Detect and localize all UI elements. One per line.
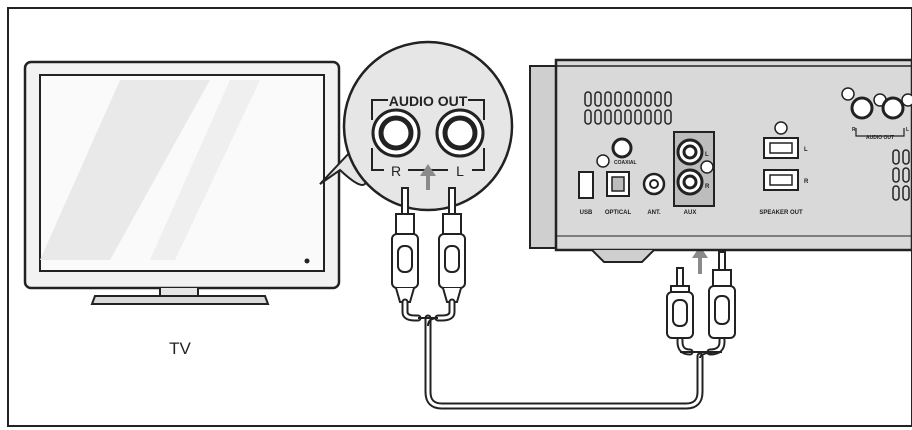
speaker-out-l-slot [769,142,793,154]
callout-title: AUDIO OUT [389,93,468,109]
rca-plug-tv-r [391,187,419,303]
device-body [554,58,912,252]
tv-label: TV [169,339,191,358]
callout-l-label: L [456,163,464,179]
rca-cable [403,300,724,408]
tv-stand-base [90,295,270,305]
speaker-out-label: SPEAKER OUT [759,210,803,216]
aux-jack-l-inner [682,144,698,160]
audio-out-callout: AUDIO OUT R L [319,40,514,212]
coaxial-jack [611,137,633,159]
antenna-jack-inner [649,179,659,189]
audio-out-label: AUDIO OUT [866,135,894,141]
callout-bracket-top [371,99,485,120]
rca-plug-tv-l [438,187,466,303]
audio-out-l-label: L [906,127,909,133]
audio-out-screw-icon-1 [841,87,855,101]
tv: TV [23,60,341,358]
device-foot [591,249,655,263]
aux-jack-r-inner [682,174,698,190]
audio-device: USB COAXIAL OPTICAL ANT. L R AUX L R SPE… [529,58,912,263]
coaxial-label: COAXIAL [614,160,637,166]
cable-split-left [418,317,439,327]
callout-jack-r-inner [378,115,414,151]
antenna-label: ANT. [647,210,661,216]
rca-plugs-tv [391,187,466,303]
speaker-r-label: R [804,179,809,185]
aux-label: AUX [684,210,697,216]
speaker-out-r-slot [769,174,793,186]
audio-out-jack-r [850,96,874,120]
audio-out-r-label: R [852,127,856,133]
audio-out-jack-l [881,96,905,120]
rca-plugs-device [666,246,736,339]
device-side-panel [529,65,557,249]
cable-split-right [680,351,723,359]
device-vents [584,91,910,201]
callout-arrow-head [420,164,436,176]
usb-label: USB [580,210,593,216]
tv-power-led [304,258,310,264]
optical-port-inner [611,176,625,192]
rca-plug-device-l [666,267,694,339]
tv-screen-glare-2 [150,80,260,260]
speaker-screw-icon [774,121,788,135]
usb-port [578,171,594,199]
audio-out-screw-icon-3 [901,93,912,107]
aux-r-label: R [705,184,710,190]
speaker-l-label: L [804,147,808,153]
callout-jack-l-inner [442,115,478,151]
aux-screw-icon [700,160,714,174]
tv-screen-glare [40,80,210,260]
callout-r-label: R [391,163,401,179]
rca-plug-device-r [708,251,736,339]
optical-label: OPTICAL [605,210,632,216]
aux-l-label: L [705,152,709,158]
audio-out-bracket [855,128,905,137]
coaxial-screw-icon [596,154,610,168]
device-arrow-head [692,246,708,258]
callout-circle [342,40,514,212]
